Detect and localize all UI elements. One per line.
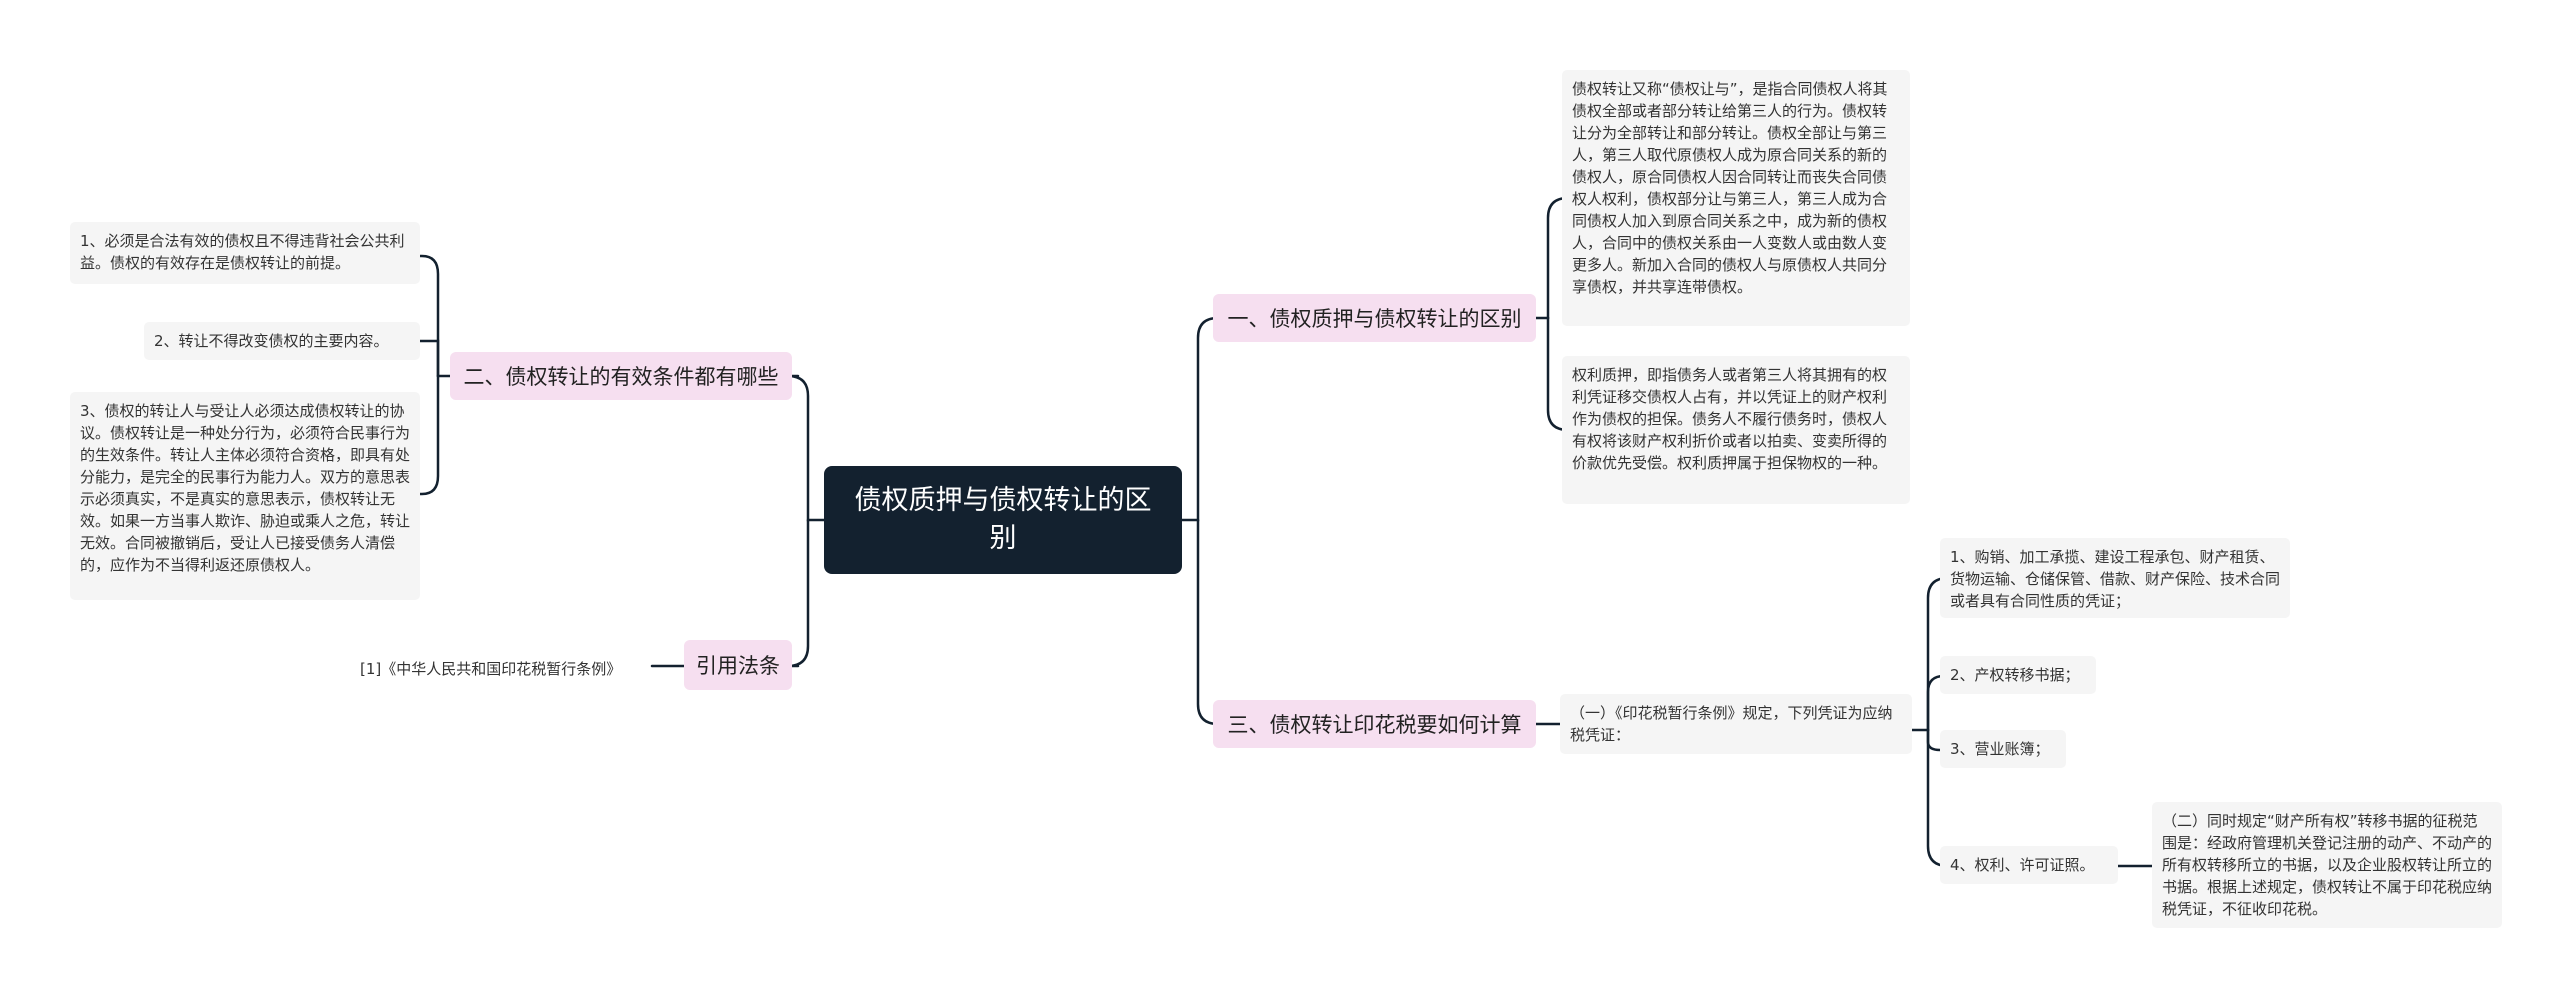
stamp-tax-rule[interactable]: （一）《印花税暂行条例》规定，下列凭证为应纳税凭证： — [1560, 694, 1912, 754]
branch-difference-label: 一、债权质押与债权转让的区别 — [1227, 307, 1522, 331]
branch-stamp-tax[interactable]: 三、债权转让印花税要如何计算 — [1213, 700, 1536, 748]
taxable-item-1-text: 1、购销、加工承揽、建设工程承包、财产租赁、货物运输、仓储保管、借款、财产保险、… — [1950, 548, 2281, 610]
taxable-item-4-text: 4、权利、许可证照。 — [1950, 856, 2095, 874]
difference-item-pledge[interactable]: 权利质押，即指债务人或者第三人将其拥有的权利凭证移交债权人占有，并以凭证上的财产… — [1562, 356, 1910, 504]
difference-item-pledge-text: 权利质押，即指债务人或者第三人将其拥有的权利凭证移交债权人占有，并以凭证上的财产… — [1572, 366, 1888, 472]
condition-item-3-text: 3、债权的转让人与受让人必须达成债权转让的协议。债权转让是一种处分行为，必须符合… — [80, 402, 411, 574]
branch-valid-conditions-label: 二、债权转让的有效条件都有哪些 — [463, 365, 779, 389]
branch-citation-label: 引用法条 — [696, 654, 780, 678]
condition-item-3[interactable]: 3、债权的转让人与受让人必须达成债权转让的协议。债权转让是一种处分行为，必须符合… — [70, 392, 420, 600]
condition-item-1-text: 1、必须是合法有效的债权且不得违背社会公共利益。债权的有效存在是债权转让的前提。 — [80, 232, 405, 272]
root-topic[interactable]: 债权质押与债权转让的区别 — [824, 466, 1182, 574]
taxable-item-1[interactable]: 1、购销、加工承揽、建设工程承包、财产租赁、货物运输、仓储保管、借款、财产保险、… — [1940, 538, 2290, 618]
taxable-item-3[interactable]: 3、营业账簿； — [1940, 730, 2066, 768]
root-topic-label: 债权质押与债权转让的区别 — [854, 485, 1152, 554]
ownership-transfer-note-text: （二）同时规定“财产所有权”转移书据的征税范围是：经政府管理机关登记注册的动产、… — [2162, 812, 2493, 918]
taxable-item-3-text: 3、营业账簿； — [1950, 740, 2050, 758]
branch-stamp-tax-label: 三、债权转让印花税要如何计算 — [1227, 713, 1522, 737]
condition-item-2[interactable]: 2、转让不得改变债权的主要内容。 — [144, 322, 420, 360]
condition-item-2-text: 2、转让不得改变债权的主要内容。 — [154, 332, 389, 350]
difference-item-transfer-text: 债权转让又称“债权让与”，是指合同债权人将其债权全部或者部分转让给第三人的行为。… — [1572, 80, 1888, 296]
citation-item[interactable]: [1]《中华人民共和国印花税暂行条例》 — [350, 650, 652, 686]
branch-difference[interactable]: 一、债权质押与债权转让的区别 — [1213, 294, 1536, 342]
branch-citation[interactable]: 引用法条 — [684, 640, 792, 690]
condition-item-1[interactable]: 1、必须是合法有效的债权且不得违背社会公共利益。债权的有效存在是债权转让的前提。 — [70, 222, 420, 284]
stamp-tax-rule-text: （一）《印花税暂行条例》规定，下列凭证为应纳税凭证： — [1570, 704, 1893, 744]
taxable-item-4[interactable]: 4、权利、许可证照。 — [1940, 846, 2118, 884]
branch-valid-conditions[interactable]: 二、债权转让的有效条件都有哪些 — [450, 352, 792, 400]
citation-item-text: [1]《中华人民共和国印花税暂行条例》 — [360, 660, 622, 678]
taxable-item-2-text: 2、产权转移书据； — [1950, 666, 2080, 684]
difference-item-transfer[interactable]: 债权转让又称“债权让与”，是指合同债权人将其债权全部或者部分转让给第三人的行为。… — [1562, 70, 1910, 326]
taxable-item-2[interactable]: 2、产权转移书据； — [1940, 656, 2096, 694]
ownership-transfer-note[interactable]: （二）同时规定“财产所有权”转移书据的征税范围是：经政府管理机关登记注册的动产、… — [2152, 802, 2502, 928]
